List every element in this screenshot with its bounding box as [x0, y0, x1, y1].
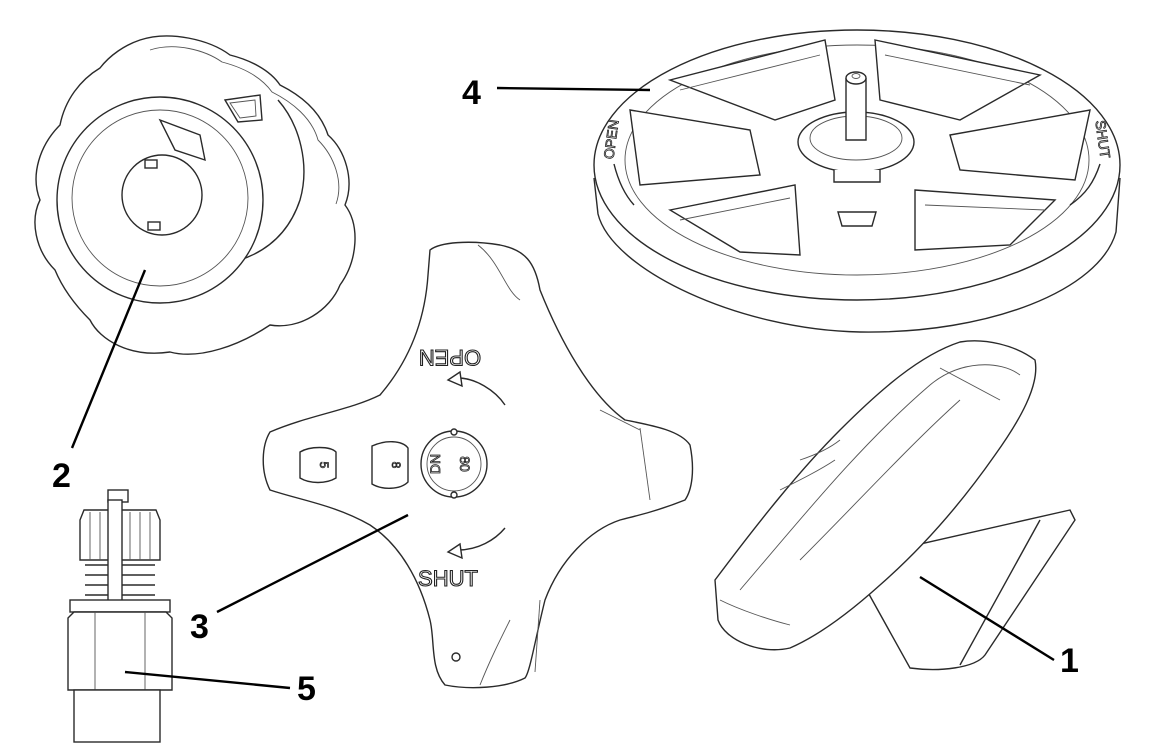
- mark-small: 5: [317, 462, 331, 469]
- handwheel-4-open-label: OPEN: [600, 119, 621, 161]
- leader-3: [216, 513, 409, 614]
- threaded-fitting-part-5: [67, 489, 173, 743]
- leader-1: [919, 575, 1055, 662]
- callout-3: 3: [190, 608, 209, 646]
- callout-2: 2: [52, 457, 71, 495]
- dn-label: DN: [427, 454, 443, 474]
- callout-5: 5: [297, 670, 316, 708]
- tilted-knob-part-1: [714, 340, 1076, 671]
- handwheel-4-shut-label: SHUT: [1092, 119, 1113, 159]
- dn-value: 80: [457, 456, 473, 472]
- handwheel-3-open-label: OPEN: [419, 345, 481, 370]
- handwheel-3-shut-label: SHUT: [418, 566, 478, 591]
- callout-1: 1: [1060, 642, 1079, 680]
- callout-4: 4: [462, 74, 481, 112]
- spoked-handwheel-part-4: OPEN SHUT: [593, 29, 1121, 333]
- mark-medium: 8: [389, 462, 403, 469]
- cross-handwheel-part-3: OPEN SHUT DN 80 8 5: [262, 241, 694, 689]
- leader-2: [70, 269, 147, 449]
- lobed-knob-part-2: [34, 35, 356, 355]
- leader-5: [124, 670, 291, 690]
- leader-4: [496, 86, 651, 92]
